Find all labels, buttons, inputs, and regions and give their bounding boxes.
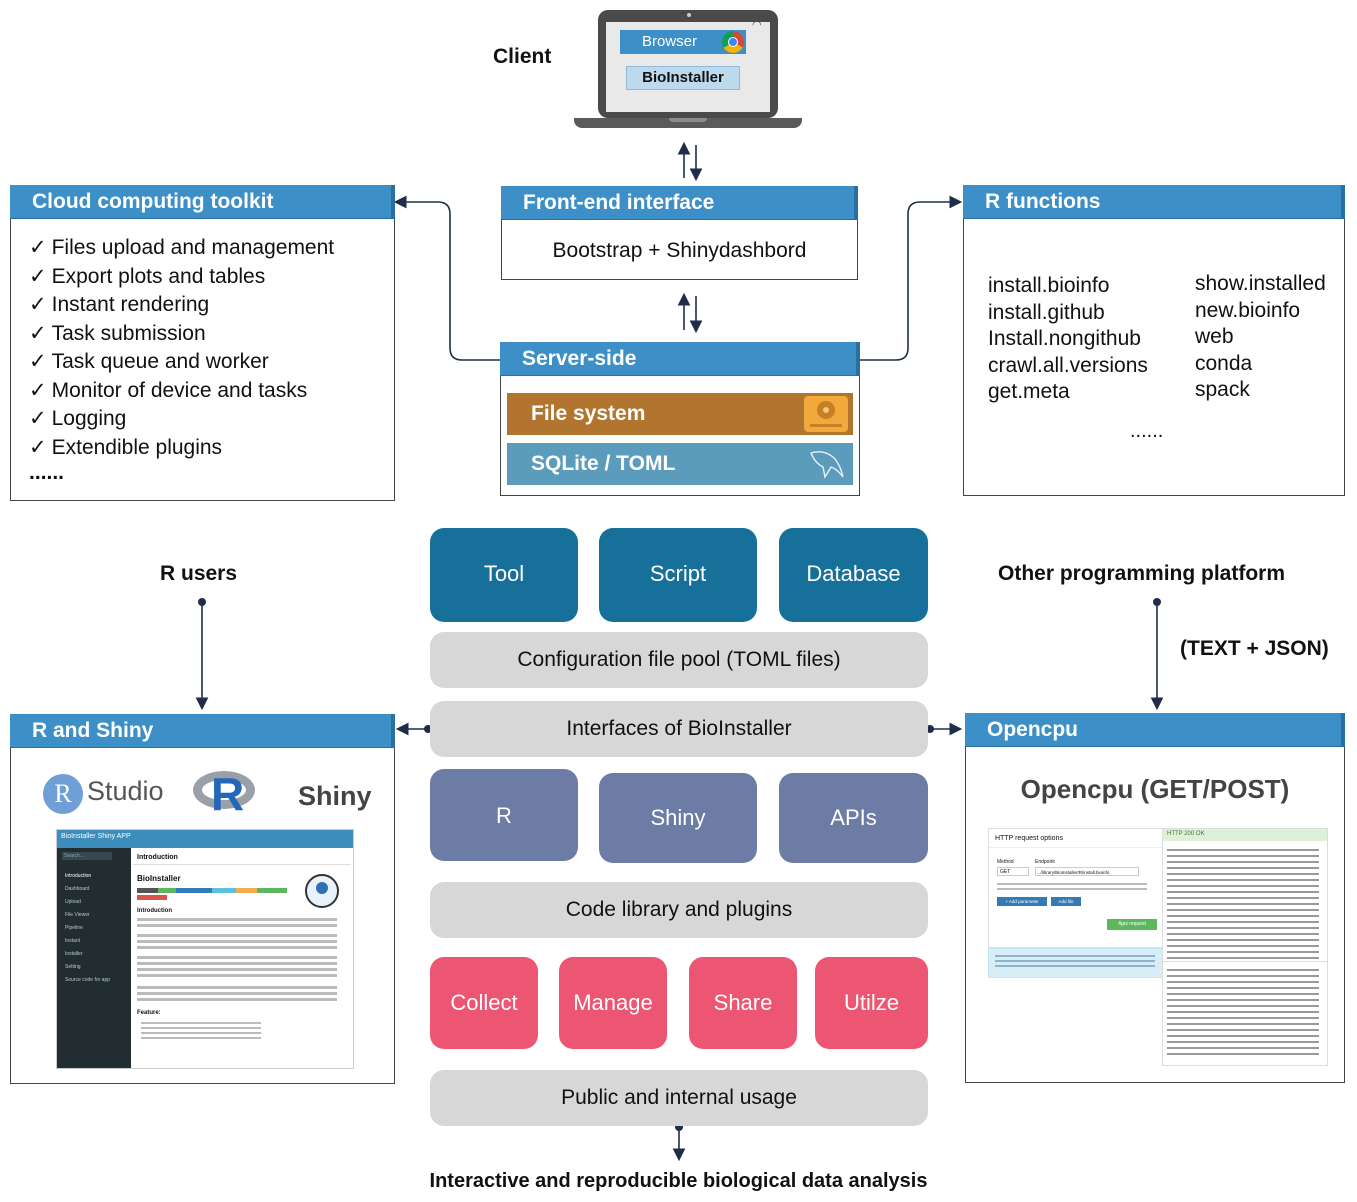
apis-tile: APIs <box>779 773 928 863</box>
cloud-toolkit-box: Cloud computing toolkit ✓Files upload an… <box>10 185 395 501</box>
manage-tile: Manage <box>559 957 667 1049</box>
wifi-icon: ◠ <box>752 19 762 31</box>
app-label: BioInstaller <box>642 69 724 86</box>
list-item: ✓Extendible plugins <box>29 435 223 459</box>
frontend-body: Bootstrap + Shinydashbord <box>552 239 807 262</box>
other-platform-label: Other programming platform <box>998 562 1286 585</box>
list-item: ✓Task submission <box>29 321 206 345</box>
laptop-icon: Browser ◠ BioInstaller <box>574 8 802 132</box>
list-item: ✓Files upload and management <box>29 236 335 259</box>
r-shiny-box: R and Shiny R Studio R Shiny BioInstalle… <box>10 714 395 1084</box>
r-functions-ellipsis: ...... <box>1130 420 1164 442</box>
bioinstaller-logo <box>305 874 339 908</box>
shiny-app-nav: Introduction Dashboard Upload File Viewe… <box>65 873 111 983</box>
endpoint-input[interactable]: ../library/BioInstaller/R/install.bioinf… <box>1035 867 1139 876</box>
r-functions-box: R functions install.bioinfo install.gith… <box>963 185 1345 496</box>
interfaces-bar: Interfaces of BioInstaller <box>430 701 928 757</box>
cloud-toolkit-title: Cloud computing toolkit <box>10 185 395 219</box>
config-pool-bar: Configuration file pool (TOML files) <box>430 632 928 688</box>
list-item: ✓Logging <box>29 407 127 430</box>
file-system-label: File system <box>531 402 646 425</box>
shiny-app-screenshot: BioInstaller Shiny APP Search... Introdu… <box>56 829 354 1069</box>
code-library-bar: Code library and plugins <box>430 882 928 938</box>
shiny-word: Shiny <box>298 781 372 811</box>
list-item: install.bioinfo <box>988 274 1110 297</box>
list-item: spack <box>1195 378 1250 401</box>
method-select[interactable]: GET <box>997 867 1029 876</box>
file-system-bar: File system <box>507 393 853 435</box>
r-functions-col2: show.installed new.bioinfo web conda spa… <box>1195 271 1326 404</box>
chrome-icon <box>722 31 744 53</box>
list-item: Install.nongithub <box>988 327 1141 350</box>
list-item: ✓Instant rendering <box>29 293 210 316</box>
r-functions-title: R functions <box>963 185 1345 219</box>
hard-drive-icon <box>804 396 848 432</box>
frontend-box: Front-end interface Bootstrap + Shinydas… <box>501 186 858 280</box>
frontend-title: Front-end interface <box>501 186 858 220</box>
cloud-toolkit-list: ✓Files upload and management ✓Export plo… <box>29 234 334 484</box>
sqlite-bar: SQLite / TOML <box>507 443 853 485</box>
welcome-note <box>988 948 1164 978</box>
r-users-label: R users <box>160 562 238 585</box>
r-logo: R <box>193 767 259 819</box>
list-item: new.bioinfo <box>1195 298 1301 322</box>
text-json-label: (TEXT + JSON) <box>1180 637 1329 660</box>
opencpu-title: Opencpu <box>965 713 1345 747</box>
sqlite-label: SQLite / TOML <box>531 452 676 475</box>
ajax-request-button[interactable]: Ajax request <box>1107 919 1157 930</box>
dolphin-icon <box>810 451 844 479</box>
database-tile: Database <box>779 528 928 622</box>
r-functions-col1: install.bioinfo install.github Install.n… <box>988 273 1148 406</box>
bottom-label: Interactive and reproducible biological … <box>429 1170 928 1192</box>
list-item: get.meta <box>988 380 1070 403</box>
server-box: Server-side File system SQLite / TOML <box>500 342 860 496</box>
add-file-button[interactable]: Add file <box>1051 897 1081 906</box>
list-item: ✓Task queue and worker <box>29 350 269 373</box>
usage-bar: Public and internal usage <box>430 1070 928 1126</box>
http-response-panel: HTTP 200 OK <box>1162 828 1328 1066</box>
share-tile: Share <box>689 957 797 1049</box>
client-label: Client <box>493 45 552 68</box>
r-tile: R <box>430 769 578 861</box>
list-item: ✓Export plots and tables <box>29 264 266 288</box>
app-tab: BioInstaller <box>626 66 740 90</box>
browser-label: Browser <box>642 33 698 50</box>
list-item: show.installed <box>1195 272 1326 295</box>
add-parameter-button[interactable]: + Add parameter <box>997 897 1047 906</box>
opencpu-box: Opencpu Opencpu (GET/POST) HTTP request … <box>965 713 1345 1083</box>
list-item: ✓Monitor of device and tasks <box>29 378 308 402</box>
collect-tile: Collect <box>430 957 538 1049</box>
utilze-tile: Utilze <box>815 957 928 1049</box>
list-ellipsis: ...... <box>29 461 65 484</box>
list-item: web <box>1195 325 1234 348</box>
list-item: install.github <box>988 300 1105 324</box>
http-request-panel: HTTP request options Method Endpoint GET… <box>988 828 1166 948</box>
list-item: crawl.all.versions <box>988 353 1148 377</box>
arrow-server-to-toolkit <box>393 195 500 361</box>
r-shiny-title: R and Shiny <box>10 714 395 748</box>
script-tile: Script <box>599 528 757 622</box>
arrow-server-to-rfunctions <box>860 195 963 361</box>
tool-tile: Tool <box>430 528 578 622</box>
opencpu-subtitle: Opencpu (GET/POST) <box>1020 774 1290 804</box>
server-title: Server-side <box>500 342 860 376</box>
shiny-tile: Shiny <box>599 773 757 863</box>
list-item: conda <box>1195 351 1253 375</box>
